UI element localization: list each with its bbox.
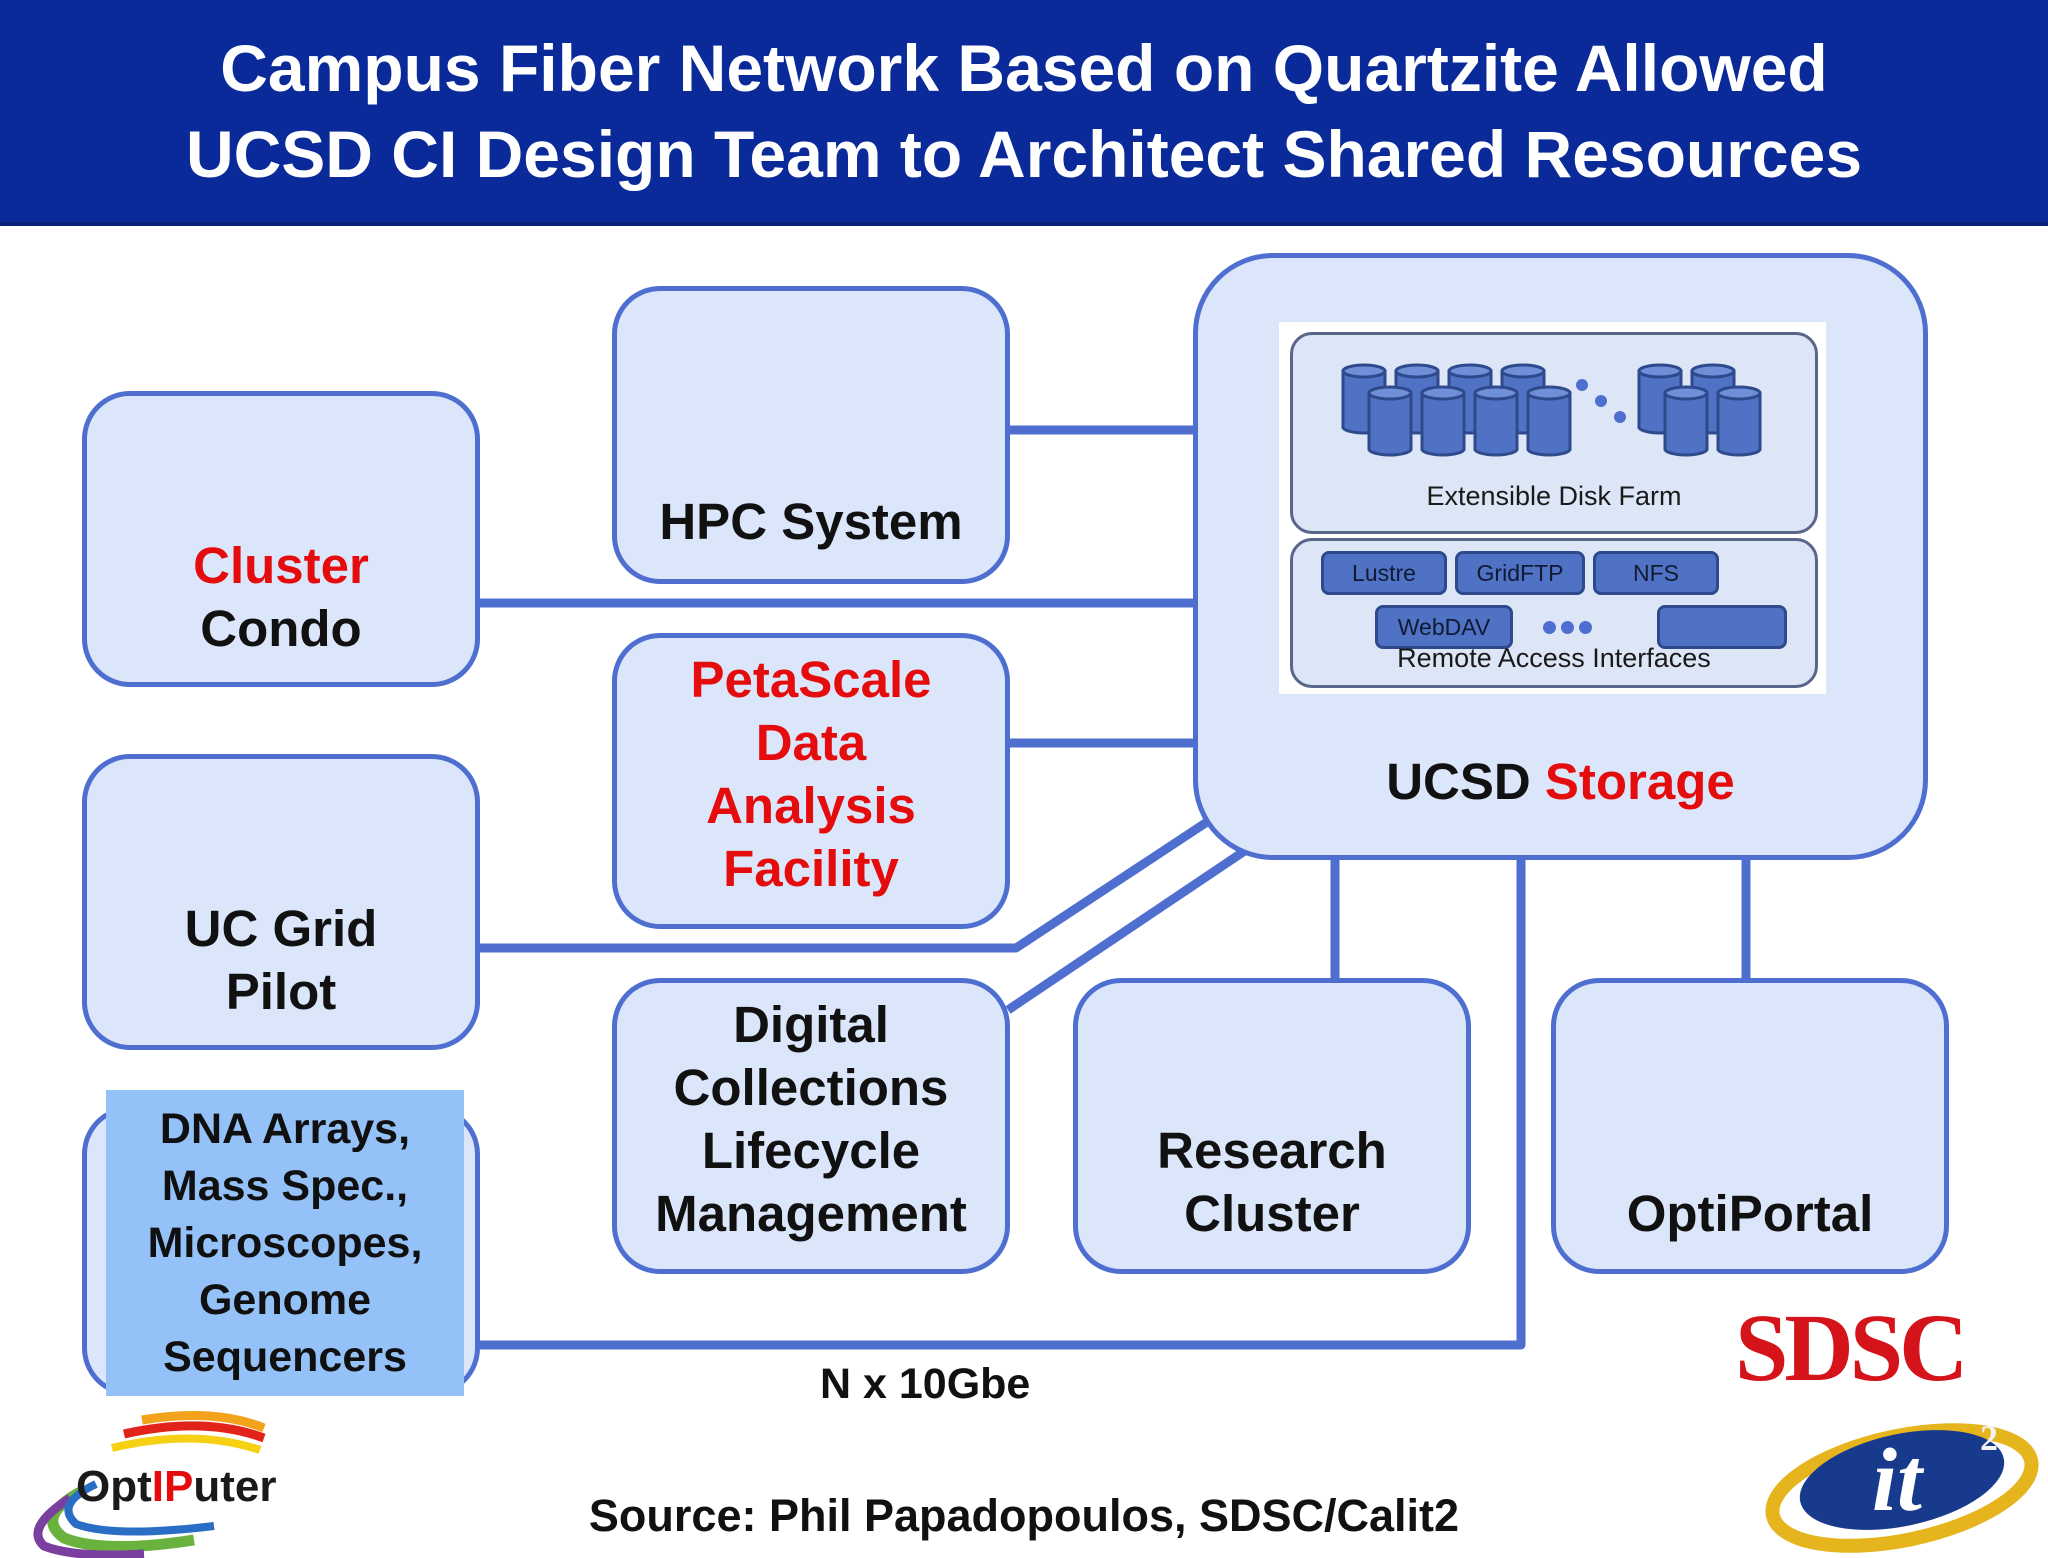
remote-access-panel: Lustre GridFTP NFS WebDAV Remote Access …: [1290, 538, 1818, 688]
cluster-condo-line-1: Cluster: [193, 537, 369, 594]
instruments-box: DNA Arrays, Mass Spec., Microscopes, Gen…: [106, 1090, 464, 1396]
storage-highlight: Storage: [1544, 753, 1735, 810]
disk-farm-panel: Extensible Disk Farm: [1290, 332, 1818, 534]
uc-grid-pilot-node: UC Grid Pilot: [82, 754, 480, 1050]
instruments-line-4: Genome: [198, 1275, 372, 1324]
source-credit: Source: Phil Papadopoulos, SDSC/Calit2: [588, 1490, 1460, 1541]
cluster-condo-line-2: Condo: [200, 600, 362, 657]
ellipsis-dot: [1543, 621, 1556, 634]
ellipsis-dot: [1576, 379, 1588, 391]
petascale-node: PetaScale Data Analysis Facility: [612, 633, 1010, 929]
optiportal-label: OptiPortal: [1626, 1185, 1874, 1242]
petascale-line-1: PetaScale: [690, 651, 932, 708]
title-line-1: Campus Fiber Network Based on Quartzite …: [220, 31, 1828, 105]
uc-grid-line-2: Pilot: [225, 963, 337, 1020]
petascale-line-3: Analysis: [706, 777, 916, 834]
disk-icon: [1663, 385, 1709, 457]
optiputer-text-ip: IP: [151, 1462, 194, 1511]
ellipsis-dot: [1579, 621, 1592, 634]
digital-collections-line-1: Digital: [733, 996, 889, 1053]
hpc-system-node: HPC System: [612, 286, 1010, 584]
slide-title: Campus Fiber Network Based on Quartzite …: [0, 0, 2048, 226]
ellipsis-dot: [1595, 395, 1607, 407]
disk-icon: [1526, 385, 1572, 457]
uc-grid-line-1: UC Grid: [184, 900, 378, 957]
disk-icon: [1473, 385, 1519, 457]
calit2-main-text: it: [1872, 1431, 1925, 1530]
title-line-2: UCSD CI Design Team to Architect Shared …: [185, 117, 1863, 191]
link-digital-storage: [1005, 846, 1249, 1014]
link-instruments-storage: [478, 858, 1526, 1350]
optiportal-node: OptiPortal: [1551, 978, 1949, 1274]
petascale-line-4: Facility: [723, 840, 899, 897]
research-cluster-line-1: Research: [1157, 1122, 1387, 1179]
remote-access-label: Remote Access Interfaces: [1397, 643, 1711, 673]
instruments-line-3: Microscopes,: [147, 1218, 423, 1267]
calit2-logo-icon: it 2: [1765, 1418, 2039, 1553]
optiputer-logo: OptIPuter: [76, 1462, 276, 1512]
link-ucgrid-storage: [478, 816, 1213, 953]
digital-collections-line-4: Management: [655, 1185, 967, 1242]
optiputer-swoosh-icon: [33, 1411, 266, 1558]
interface-blank: [1657, 605, 1787, 649]
research-cluster-line-2: Cluster: [1184, 1185, 1360, 1242]
digital-collections-node: Digital Collections Lifecycle Management: [612, 978, 1010, 1274]
disk-cylinders: [1341, 363, 1762, 457]
digital-collections-line-3: Lifecycle: [701, 1122, 921, 1179]
links-label: N x 10Gbe: [820, 1360, 1031, 1408]
sdsc-logo: SDSC: [1735, 1294, 1968, 1401]
hpc-system-label: HPC System: [659, 493, 963, 550]
instruments-line-5: Sequencers: [163, 1332, 407, 1381]
instruments-line-2: Mass Spec.,: [161, 1161, 409, 1210]
disk-farm-label: Extensible Disk Farm: [1426, 481, 1682, 511]
petascale-line-2: Data: [755, 714, 867, 771]
disk-icon: [1367, 385, 1413, 457]
optiputer-text-post: uter: [193, 1462, 277, 1511]
disk-icon: [1716, 385, 1762, 457]
ellipsis-dot: [1614, 411, 1626, 423]
interface-webdav: WebDAV: [1375, 605, 1513, 649]
interface-nfs: NFS: [1593, 551, 1719, 595]
interface-gridftp: GridFTP: [1455, 551, 1585, 595]
cluster-condo-node: Cluster Condo: [82, 391, 480, 687]
instruments-line-1: DNA Arrays,: [159, 1104, 411, 1153]
storage-prefix: UCSD: [1386, 753, 1531, 810]
digital-collections-line-2: Collections: [673, 1059, 949, 1116]
optiputer-text-pre: Opt: [76, 1462, 152, 1511]
ellipsis-dot: [1561, 621, 1574, 634]
storage-architecture-figure: Extensible Disk Farm Lustre GridFTP NFS …: [1279, 322, 1826, 694]
disk-icon: [1420, 385, 1466, 457]
calit2-super-text: 2: [1980, 1418, 1998, 1458]
research-cluster-node: Research Cluster: [1073, 978, 1471, 1274]
interface-lustre: Lustre: [1321, 551, 1447, 595]
